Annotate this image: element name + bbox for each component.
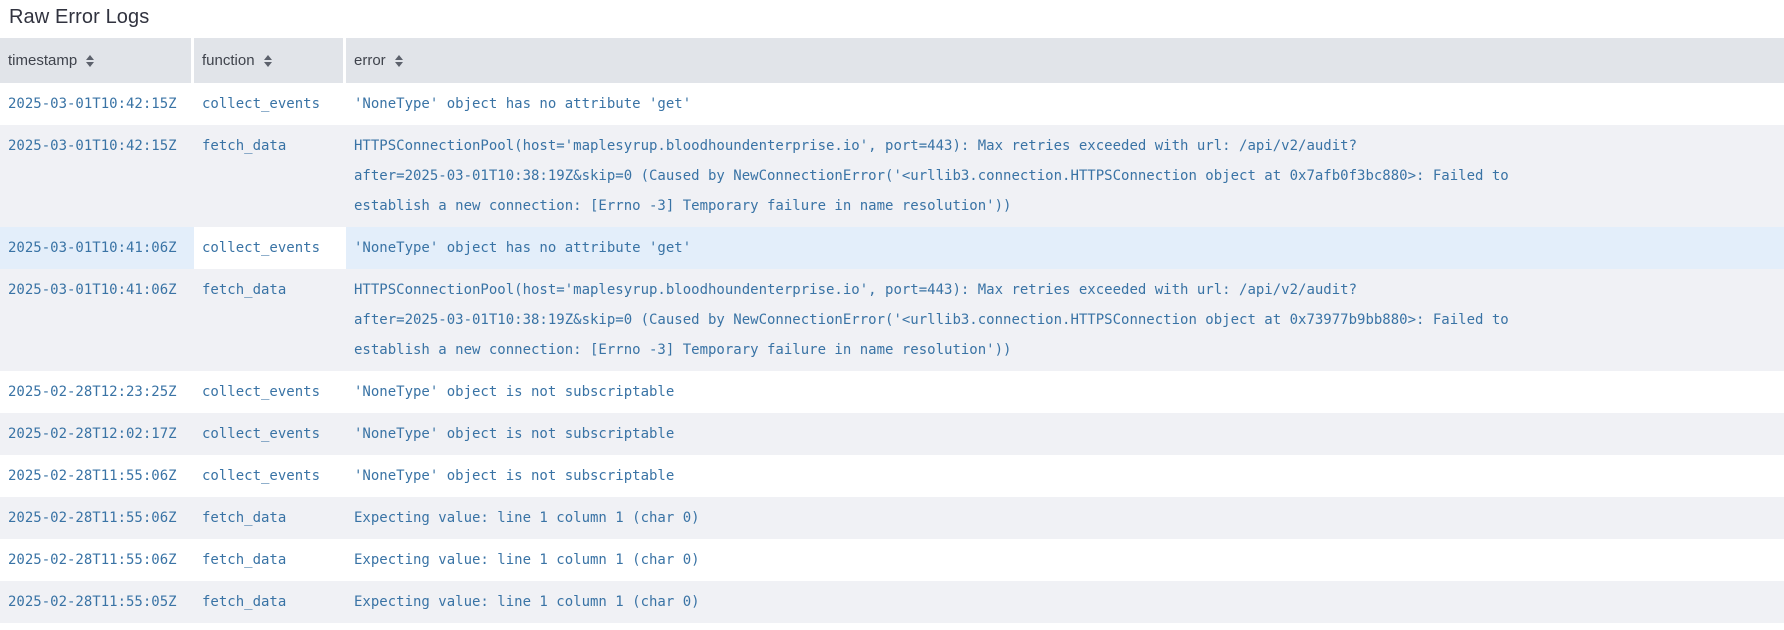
cell-timestamp[interactable]: 2025-02-28T11:55:06Z [8,468,177,484]
cell-error[interactable]: HTTPSConnectionPool(host='maplesyrup.blo… [354,138,1509,214]
cell-error[interactable]: Expecting value: line 1 column 1 (char 0… [354,594,700,610]
cell-function[interactable]: fetch_data [202,594,287,610]
cell-function[interactable]: collect_events [202,468,321,484]
table-row: 2025-03-01T10:42:15Z fetch_data HTTPSCon… [0,125,1784,227]
table-row: 2025-02-28T11:55:06Z fetch_data Expectin… [0,497,1784,539]
cell-error[interactable]: Expecting value: line 1 column 1 (char 0… [354,510,700,526]
header-timestamp-label: timestamp [8,52,78,69]
cell-function[interactable]: fetch_data [202,138,287,154]
header-function-label: function [202,52,255,69]
cell-error[interactable]: 'NoneType' object is not subscriptable [354,426,675,442]
table-row: 2025-02-28T12:02:17Z collect_events 'Non… [0,413,1784,455]
cell-function[interactable]: fetch_data [202,282,287,298]
cell-timestamp[interactable]: 2025-02-28T12:23:25Z [8,384,177,400]
header-function[interactable]: function [194,38,346,83]
cell-timestamp[interactable]: 2025-02-28T11:55:06Z [8,510,177,526]
table-body: 2025-03-01T10:42:15Z collect_events 'Non… [0,83,1784,623]
table-row: 2025-02-28T12:23:25Z collect_events 'Non… [0,371,1784,413]
header-timestamp[interactable]: timestamp [0,38,194,83]
table-header: timestamp function error [0,38,1784,83]
cell-function[interactable]: collect_events [202,426,321,442]
table-row: 2025-03-01T10:41:06Z collect_events 'Non… [0,227,1784,269]
sort-icon [394,54,403,67]
cell-timestamp[interactable]: 2025-03-01T10:42:15Z [8,138,177,154]
cell-error[interactable]: 'NoneType' object is not subscriptable [354,468,675,484]
cell-error[interactable]: HTTPSConnectionPool(host='maplesyrup.blo… [354,282,1509,358]
cell-function[interactable]: collect_events [202,384,321,400]
cell-timestamp[interactable]: 2025-02-28T11:55:06Z [8,552,177,568]
table-row: 2025-02-28T11:55:06Z collect_events 'Non… [0,455,1784,497]
table-row: 2025-02-28T11:55:05Z fetch_data Expectin… [0,581,1784,623]
cell-error[interactable]: 'NoneType' object has no attribute 'get' [354,96,692,112]
page-title: Raw Error Logs [9,6,150,28]
header-error-label: error [354,52,386,69]
cell-timestamp[interactable]: 2025-03-01T10:41:06Z [8,282,177,298]
cell-timestamp[interactable]: 2025-02-28T12:02:17Z [8,426,177,442]
header-error[interactable]: error [346,38,1784,83]
cell-error[interactable]: 'NoneType' object is not subscriptable [354,384,675,400]
cell-error[interactable]: 'NoneType' object has no attribute 'get' [354,240,692,256]
cell-timestamp[interactable]: 2025-03-01T10:42:15Z [8,96,177,112]
cell-function[interactable]: fetch_data [202,552,287,568]
table-row: 2025-03-01T10:41:06Z fetch_data HTTPSCon… [0,269,1784,371]
cell-error[interactable]: Expecting value: line 1 column 1 (char 0… [354,552,700,568]
cell-function[interactable]: fetch_data [202,510,287,526]
cell-timestamp[interactable]: 2025-03-01T10:41:06Z [8,240,177,256]
cell-function[interactable]: collect_events [194,227,346,269]
table-row: 2025-03-01T10:42:15Z collect_events 'Non… [0,83,1784,125]
sort-icon [263,54,272,67]
cell-function[interactable]: collect_events [202,96,321,112]
sort-icon [86,54,95,67]
table-row: 2025-02-28T11:55:06Z fetch_data Expectin… [0,539,1784,581]
cell-timestamp[interactable]: 2025-02-28T11:55:05Z [8,594,177,610]
